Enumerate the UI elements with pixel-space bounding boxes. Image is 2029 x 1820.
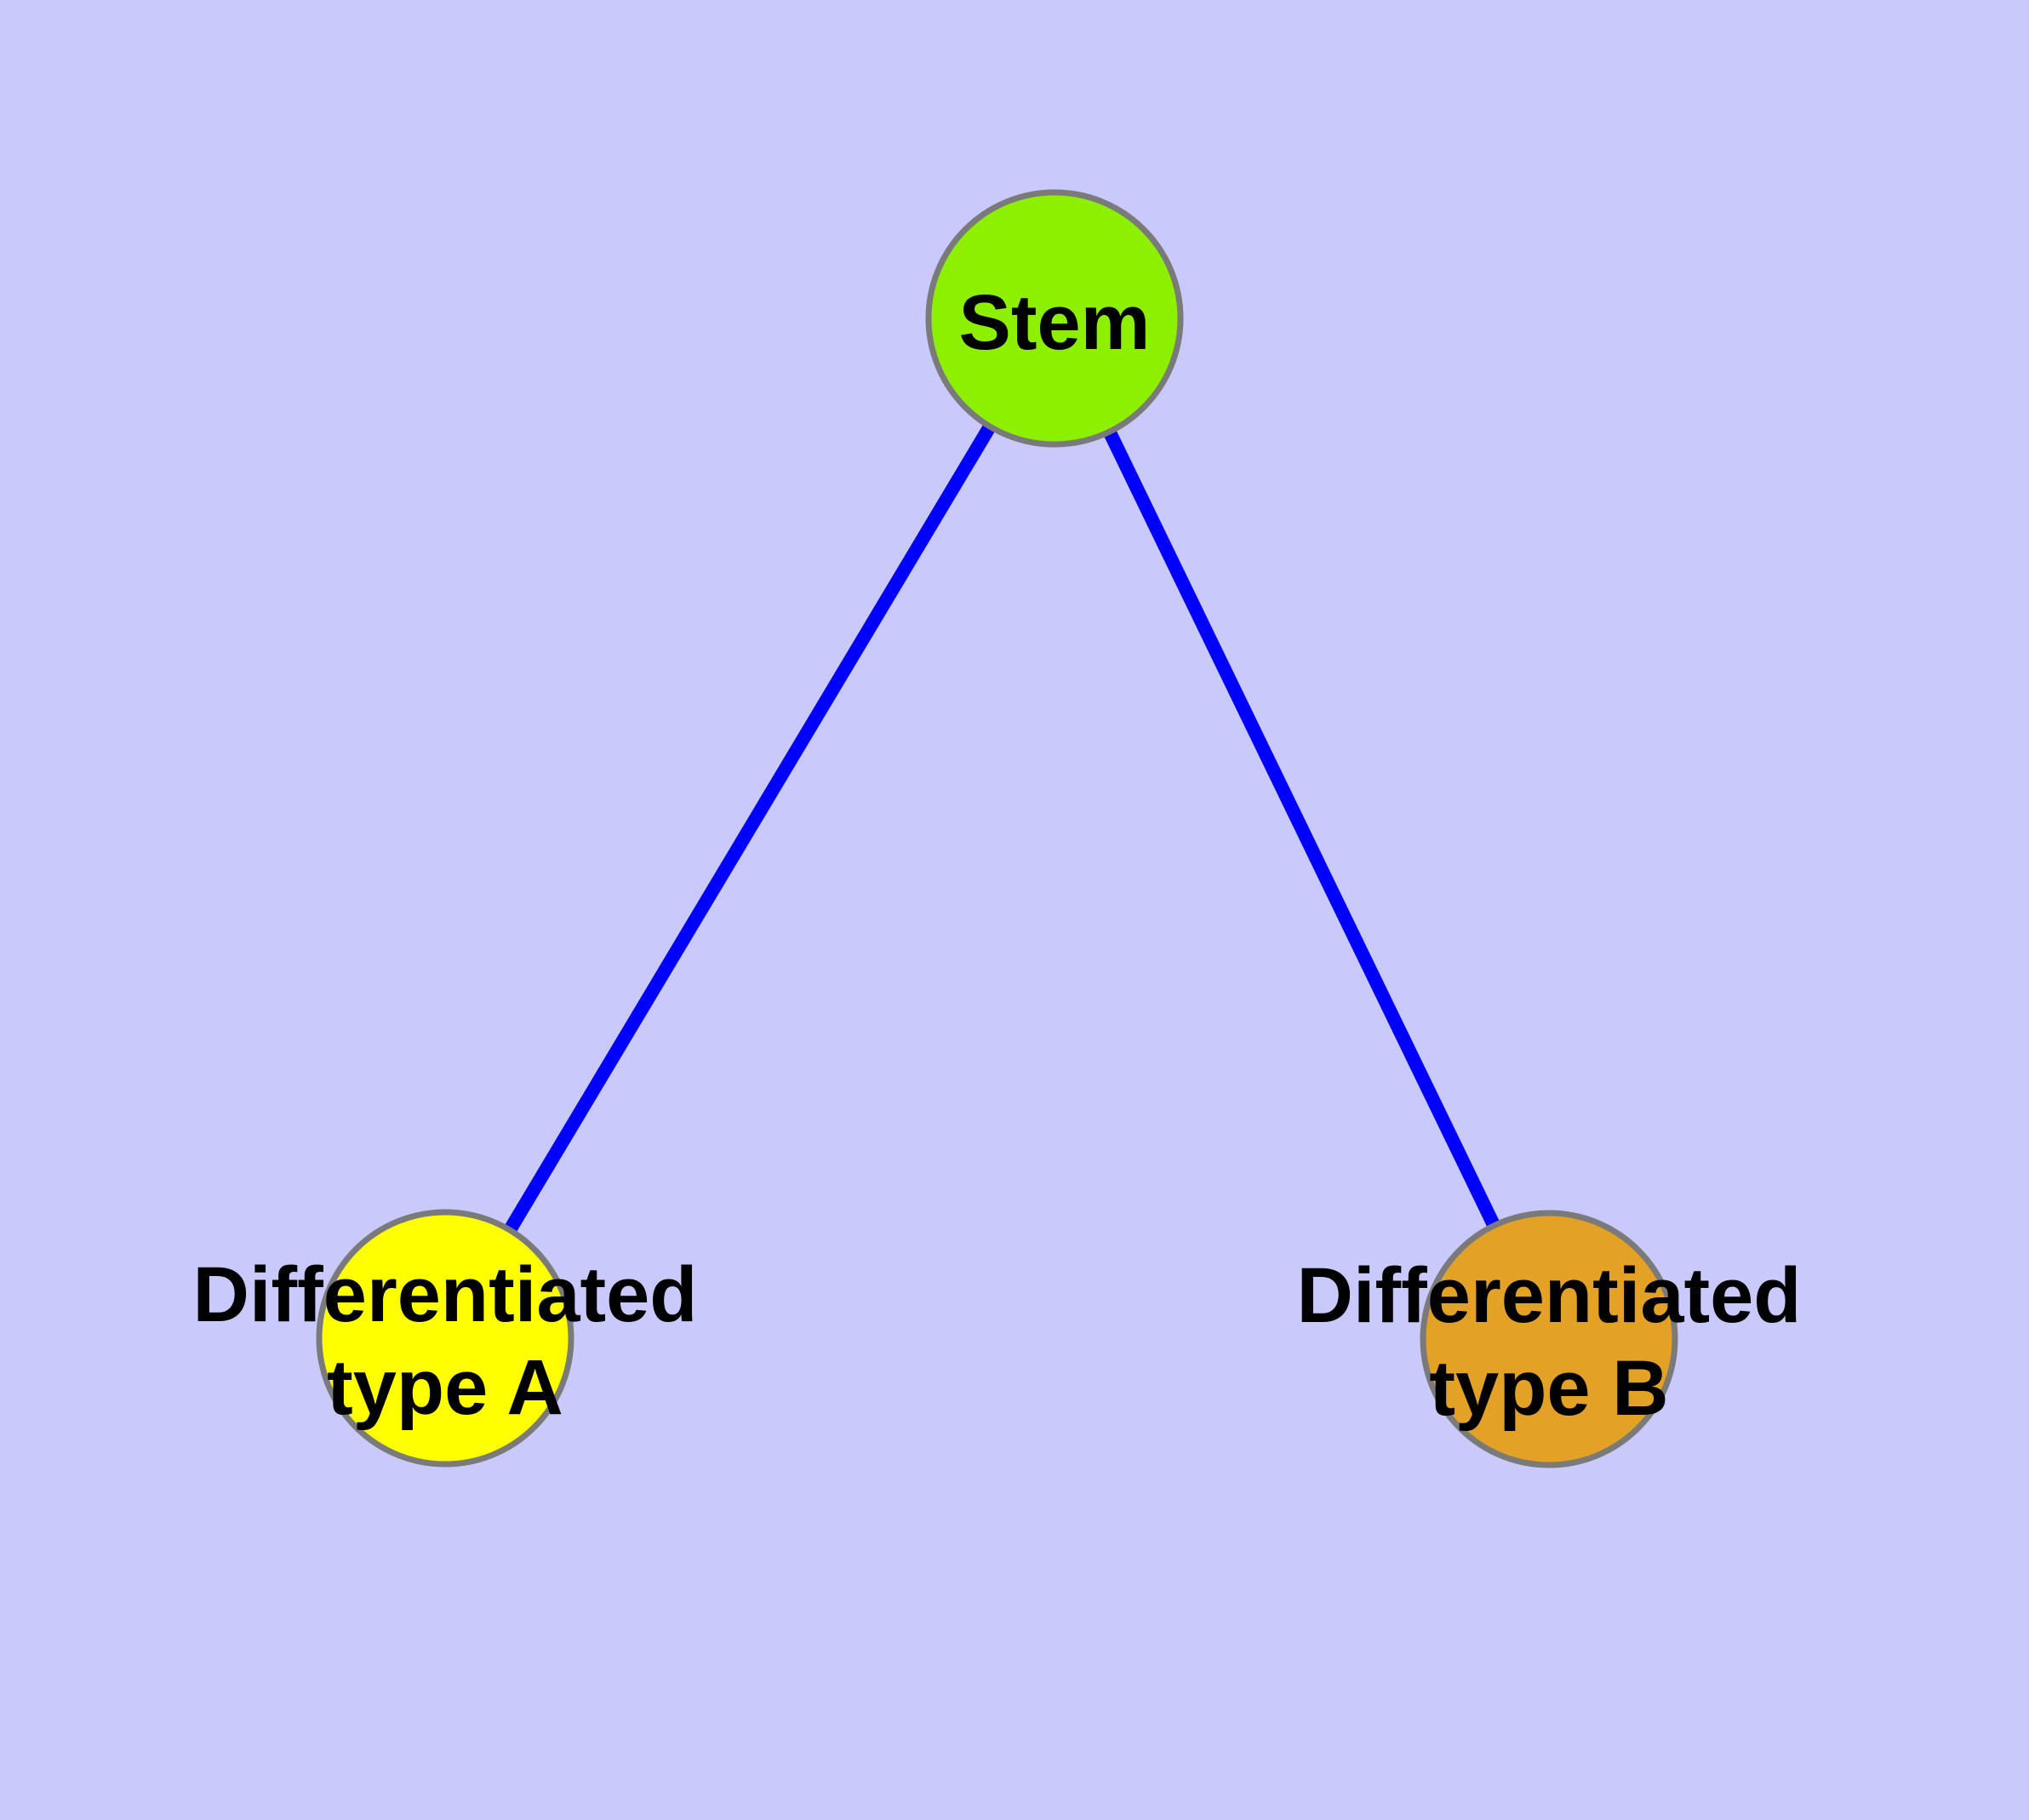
node-type-a-label-line1: Differentiated <box>193 1251 698 1338</box>
node-type-b-label-line2: type B <box>1429 1345 1668 1432</box>
edge-stem-to-type-b <box>1048 315 1556 1342</box>
node-type-a-label-line2: type A <box>327 1344 563 1431</box>
node-differentiated-type-a <box>316 1209 574 1468</box>
node-type-b-label-line1: Differentiated <box>1297 1252 1802 1339</box>
edge-stem-to-type-a <box>439 314 1060 1342</box>
node-differentiated-type-b <box>1420 1210 1678 1468</box>
node-stem-label: Stem <box>959 279 1151 366</box>
node-stem <box>925 189 1184 448</box>
